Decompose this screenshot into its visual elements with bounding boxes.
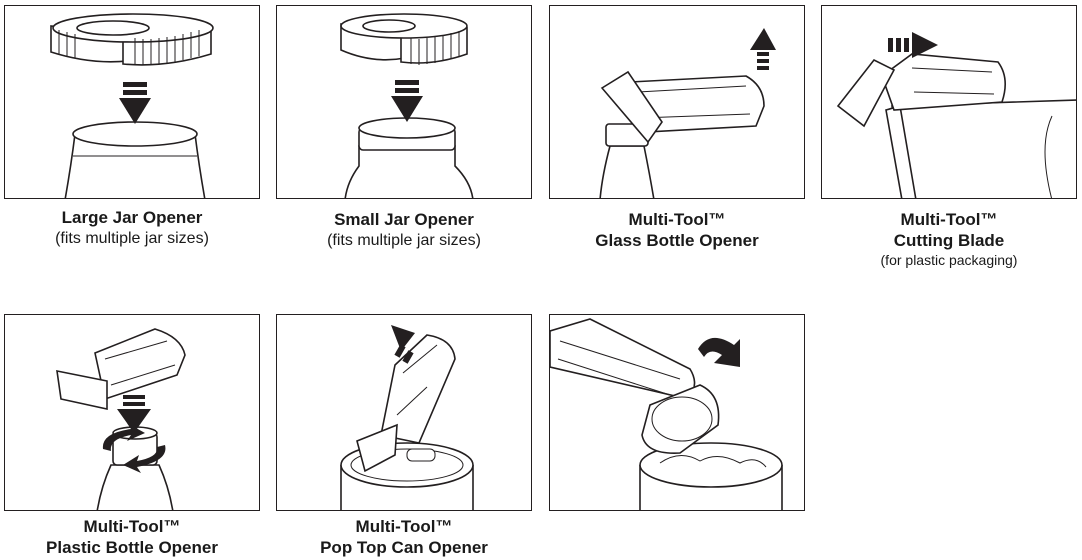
small-jar-opener-illustration <box>340 13 474 198</box>
glass-bottle-opener-illustration <box>599 28 776 198</box>
plastic-bottle-opener-illustration <box>56 328 186 510</box>
caption-small-jar-opener: Small Jar Opener (fits multiple jar size… <box>276 209 532 251</box>
item-title: Multi-Tool™ <box>628 210 726 229</box>
panel-can-opener <box>549 314 805 511</box>
item-subtitle: Glass Bottle Opener <box>595 231 759 250</box>
cutting-blade-illustration <box>836 32 1076 198</box>
caption-pop-top-can-opener: Multi-Tool™ Pop Top Can Opener <box>276 516 532 558</box>
caption-large-jar-opener: Large Jar Opener (fits multiple jar size… <box>4 207 260 249</box>
item-title: Large Jar Opener <box>61 208 203 227</box>
item-subtitle: (fits multiple jar sizes) <box>55 230 209 247</box>
item-subtitle: Pop Top Can Opener <box>320 538 488 557</box>
item-title: Multi-Tool™ <box>83 517 181 536</box>
panel-large-jar-opener <box>4 5 260 199</box>
caption-cutting-blade: Multi-Tool™ Cutting Blade (for plastic p… <box>821 209 1077 269</box>
item-subtitle: (fits multiple jar sizes) <box>327 232 481 249</box>
panel-pop-top-can-opener <box>276 314 532 511</box>
can-opener-illustration <box>550 318 783 510</box>
large-jar-opener-illustration <box>50 13 214 198</box>
panel-cutting-blade <box>821 5 1077 199</box>
item-subtitle: Cutting Blade <box>893 231 1005 250</box>
pop-top-can-opener-illustration <box>340 325 474 510</box>
panel-plastic-bottle-opener <box>4 314 260 511</box>
panel-glass-bottle-opener <box>549 5 805 199</box>
caption-plastic-bottle-opener: Multi-Tool™ Plastic Bottle Opener <box>4 516 260 558</box>
item-title: Multi-Tool™ <box>900 210 998 229</box>
panel-small-jar-opener <box>276 5 532 199</box>
item-subtitle: Plastic Bottle Opener <box>46 538 218 557</box>
item-note: (for plastic packaging) <box>880 252 1018 268</box>
item-title: Small Jar Opener <box>334 210 474 229</box>
caption-glass-bottle-opener: Multi-Tool™ Glass Bottle Opener <box>549 209 805 251</box>
item-title: Multi-Tool™ <box>355 517 453 536</box>
